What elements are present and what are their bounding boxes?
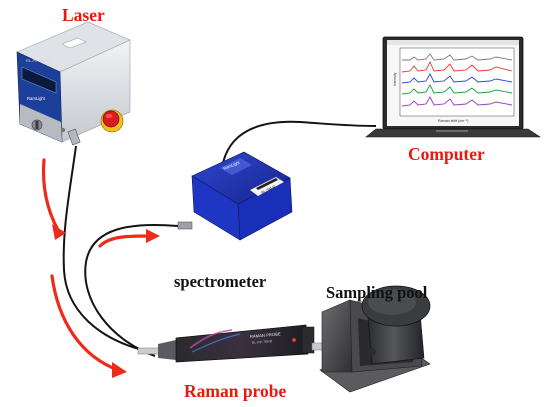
fiber-cables (62, 120, 377, 357)
computer-label: Computer (408, 144, 485, 164)
raman-probe-label: Raman probe (184, 381, 286, 401)
raman-probe: RAMAN PROBE RL-RP-785/R (137, 324, 333, 363)
spectrometer-brand-text: RamLight (223, 160, 242, 171)
laser-label: Laser (62, 5, 105, 25)
probe-title-text: RAMAN PROBE (250, 331, 281, 339)
light-path-arrows (41, 158, 152, 372)
laser-model-text: RL-PL Series (26, 58, 50, 63)
spectrometer-label: spectrometer (174, 272, 266, 291)
arrow-laser-down-lower (50, 274, 120, 372)
monitor-spectra (401, 53, 513, 107)
monitor-xlabel: Raman shift (cm⁻¹) (438, 119, 468, 123)
sampling-pool (319, 285, 431, 393)
sampling-pool-label: Sampling pool (326, 283, 428, 302)
monitor-ylabel: Intensity (393, 72, 397, 86)
arrow-laser-down-upper (41, 158, 60, 232)
laser-brand-text: RamLight (27, 96, 46, 101)
laptop-computer: Raman shift (cm⁻¹) Intensity (365, 36, 541, 138)
spectrometer-unit: RamLight RL-SM-R (191, 151, 293, 241)
spectrometer-sticker-text: RL-SM-R (261, 185, 277, 195)
laser-unit: RL-PL Series RamLight (16, 21, 131, 146)
arrow-to-spectrometer (98, 234, 152, 248)
probe-model-text: RL-RP-785/R (252, 339, 273, 345)
arrowheads (52, 224, 160, 378)
fiber-connector-icon (177, 221, 193, 230)
